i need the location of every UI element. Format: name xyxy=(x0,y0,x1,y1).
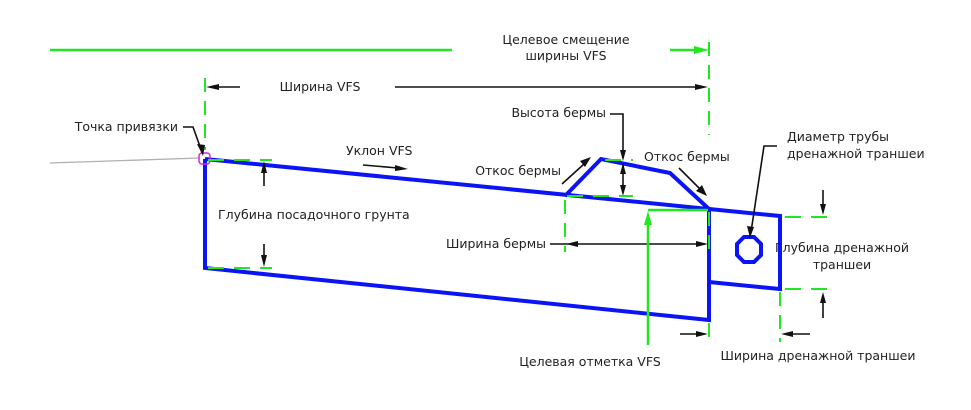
berm-height-leader xyxy=(610,113,624,158)
target-elevation-label: Целевая отметка VFS xyxy=(519,354,661,369)
vfs-slope-arrow xyxy=(362,164,408,171)
berm-slope-right-arrow xyxy=(678,167,707,196)
target-elevation-arrowhead xyxy=(644,211,652,225)
berm-slope-right-label: Откос бермы xyxy=(644,149,730,164)
drain-depth-arrowhead-top xyxy=(820,204,826,215)
topsoil-arrowhead-bottom xyxy=(261,255,267,267)
berm-width-label: Ширина бермы xyxy=(446,236,546,251)
berm-slope-left-arrow-line xyxy=(561,163,585,185)
drain-depth-label-line2: траншеи xyxy=(813,257,871,272)
drain-pipe xyxy=(735,235,763,264)
target-offset-dimension xyxy=(50,46,709,54)
anchor-point-label: Точка привязки xyxy=(74,119,178,134)
berm-height-arrowhead-top-down xyxy=(620,150,626,161)
vfs-width-arrowhead-right xyxy=(695,84,708,90)
berm-height-arrowhead-down xyxy=(620,185,626,196)
anchor-point-marker xyxy=(198,152,211,165)
vfs-slope-arrowhead xyxy=(395,165,408,171)
drain-width-arrowhead-right xyxy=(781,331,793,337)
drain-width-arrowhead-left xyxy=(696,331,708,337)
anchor-leader-arrowhead xyxy=(197,144,205,156)
vfs-width-arrowhead-left xyxy=(206,84,219,90)
target-elevation-indicator xyxy=(644,208,708,345)
vfs-width-label: Ширина VFS xyxy=(280,79,361,94)
drain-pipe-diameter-label-line1: Диаметр трубы xyxy=(787,129,889,144)
anchor-leader-line xyxy=(183,126,203,153)
berm-width-arrowhead-left xyxy=(566,241,578,247)
drain-depth-dimension xyxy=(785,190,830,318)
drain-pipe-leader xyxy=(747,145,777,238)
topsoil-arrowhead-top xyxy=(261,161,267,173)
target-offset-arrowhead xyxy=(694,46,709,54)
berm-width-dimension xyxy=(550,241,708,247)
berm-slope-right-arrowhead xyxy=(696,185,707,196)
drain-width-label: Ширина дренажной траншеи xyxy=(721,348,916,363)
drain-width-dimension xyxy=(680,331,810,337)
berm-height-label: Высота бермы xyxy=(511,105,606,120)
drain-depth-label-line1: Глубина дренажной xyxy=(775,240,909,255)
target-offset-label-line1: Целевое смещение xyxy=(502,32,630,47)
topsoil-depth-dimension xyxy=(208,159,272,269)
vfs-width-dimension xyxy=(206,84,708,90)
vfs-slope-label: Уклон VFS xyxy=(346,143,412,158)
vfs-outline xyxy=(203,157,711,323)
berm-height-arrowhead-up xyxy=(620,163,626,174)
anchor-point-leader xyxy=(183,126,205,156)
drain-pipe-leader-arrowhead xyxy=(747,226,754,238)
drain-trench-outline xyxy=(708,207,782,292)
berm-height-dimension xyxy=(567,113,633,197)
drain-pipe-diameter-label-line2: дренажной траншеи xyxy=(787,146,925,161)
berm-width-arrowhead-right xyxy=(696,241,708,247)
drain-pipe-leader-line xyxy=(750,145,777,233)
topsoil-depth-label: Глубина посадочного грунта xyxy=(218,207,410,222)
berm-slope-left-label: Откос бермы xyxy=(475,163,561,178)
berm-outline xyxy=(563,156,711,211)
berm-slope-left-arrowhead xyxy=(580,157,591,167)
vfs-body xyxy=(203,156,782,323)
vfs-slope-arrow-line xyxy=(362,164,399,169)
target-offset-label-line2: ширины VFS xyxy=(525,48,606,63)
berm-slope-right-arrow-line xyxy=(678,167,701,190)
berm-slope-left-arrow xyxy=(561,157,591,185)
existing-ground-line xyxy=(49,157,201,164)
drain-depth-arrowhead-bottom xyxy=(820,292,826,303)
